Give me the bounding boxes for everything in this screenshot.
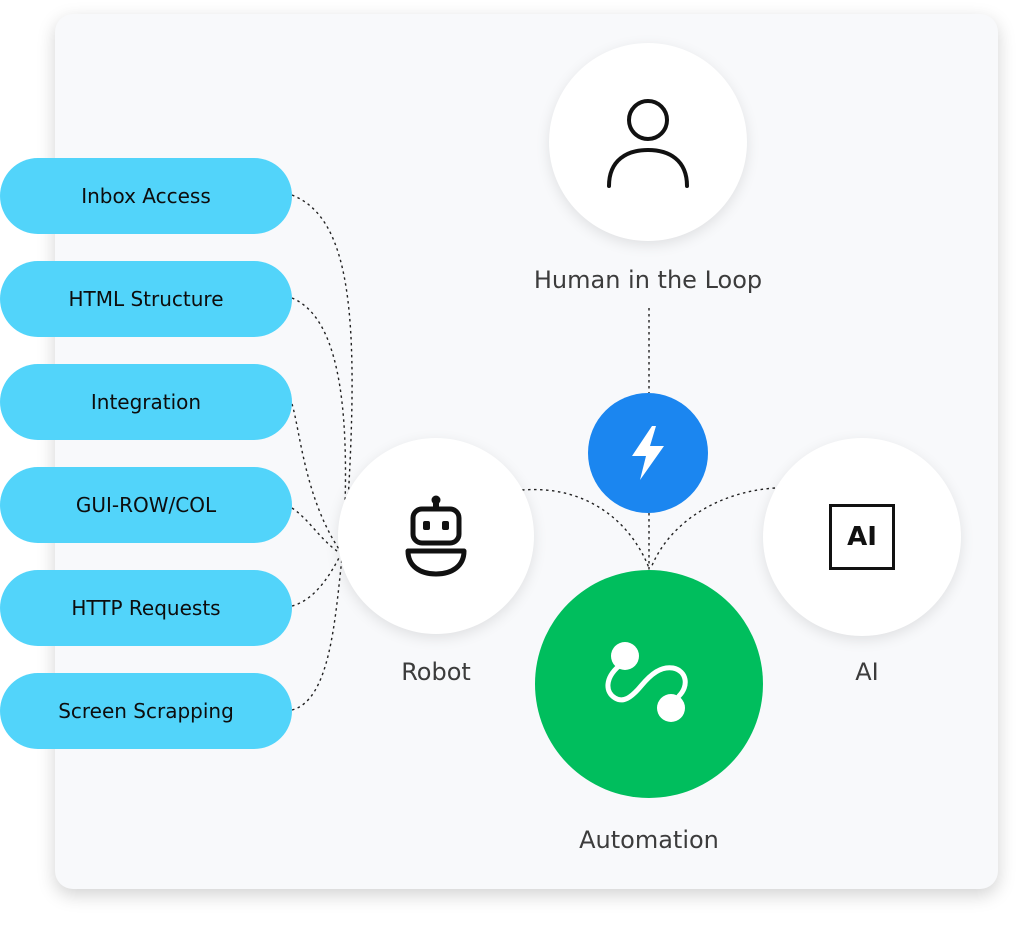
capability-label: HTML Structure xyxy=(68,287,224,311)
automation-node-label: Automation xyxy=(579,826,719,854)
capability-label: Screen Scrapping xyxy=(58,699,234,723)
lightning-bolt-icon xyxy=(632,426,664,480)
ai-chip-icon: AI xyxy=(829,504,895,570)
ai-node: AI xyxy=(763,438,961,636)
capability-pill-integration[interactable]: Integration xyxy=(0,364,292,440)
capability-label: HTTP Requests xyxy=(71,596,221,620)
capability-pill-html-structure[interactable]: HTML Structure xyxy=(0,261,292,337)
ai-node-label: AI xyxy=(855,658,879,686)
trigger-node xyxy=(588,393,708,513)
capability-label: Integration xyxy=(90,390,202,414)
capability-label: GUI-ROW/COL xyxy=(75,493,217,517)
capability-pill-gui-row-col[interactable]: GUI-ROW/COL xyxy=(0,467,292,543)
human-node-label: Human in the Loop xyxy=(533,266,763,294)
automation-node xyxy=(535,570,763,798)
person-icon xyxy=(607,99,689,188)
capability-pill-http-requests[interactable]: HTTP Requests xyxy=(0,570,292,646)
ai-chip-text: AI xyxy=(847,522,877,552)
capability-label: Inbox Access xyxy=(81,184,211,208)
robot-node-label: Robot xyxy=(401,658,471,686)
robot-node xyxy=(338,438,534,634)
workflow-path-icon xyxy=(605,642,688,722)
capability-pill-inbox-access[interactable]: Inbox Access xyxy=(0,158,292,234)
robot-icon xyxy=(405,495,467,577)
capability-pill-screen-scrapping[interactable]: Screen Scrapping xyxy=(0,673,292,749)
human-node xyxy=(549,43,747,241)
